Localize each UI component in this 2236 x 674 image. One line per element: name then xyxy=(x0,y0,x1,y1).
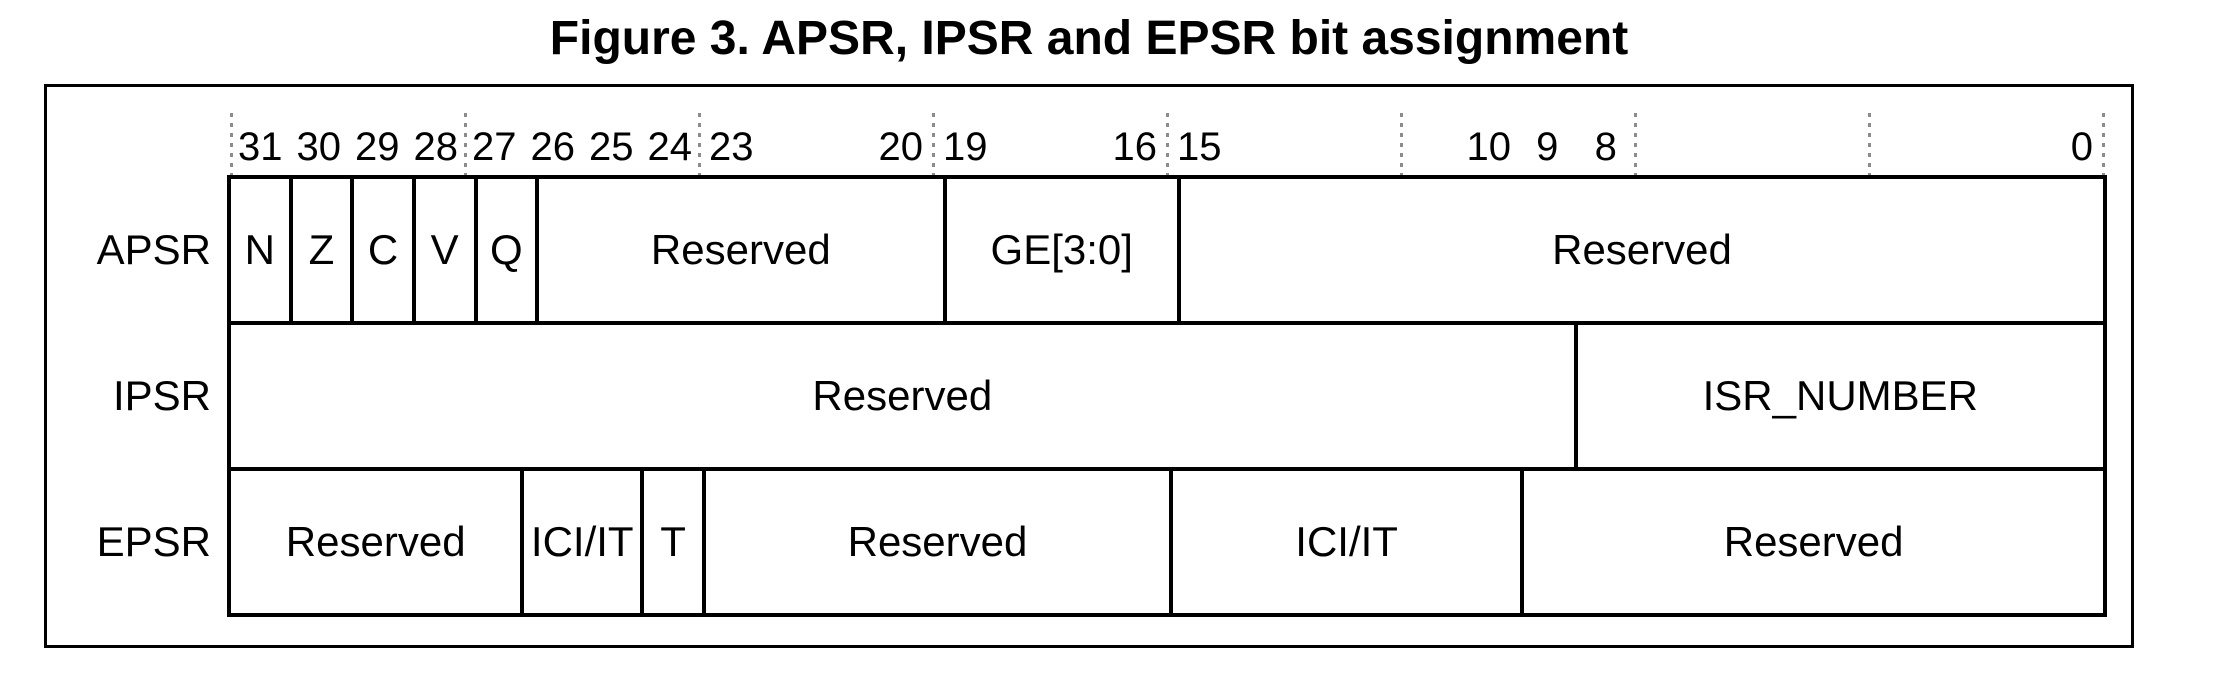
field-cell: Q xyxy=(477,179,536,321)
register-name-epsr: EPSR xyxy=(96,518,211,565)
field-cell: GE[3:0] xyxy=(946,179,1177,321)
nibble-tick xyxy=(931,113,935,175)
bit-number-label: 29 xyxy=(355,125,400,169)
field-cell: ICI/IT xyxy=(1173,471,1521,613)
bit-number-label: 31 xyxy=(238,125,283,169)
field-cell: V xyxy=(415,179,474,321)
register-name-ipsr: IPSR xyxy=(112,372,211,419)
bit-number-label: 15 xyxy=(1177,125,1222,169)
bit-number-label: 8 xyxy=(1594,125,1617,169)
bit-number-label: 19 xyxy=(943,125,988,169)
field-cell: C xyxy=(354,179,412,321)
nibble-tick xyxy=(1633,113,1637,175)
nibble-tick xyxy=(2101,113,2105,175)
field-cell: Reserved xyxy=(231,471,521,613)
field-cell: Reserved xyxy=(706,471,1169,613)
nibble-tick xyxy=(1165,113,1169,175)
bit-number-label: 26 xyxy=(530,125,576,169)
bit-number-label: 16 xyxy=(1112,125,1158,169)
field-cell: Reserved xyxy=(539,179,943,321)
bit-number-label: 9 xyxy=(1536,125,1559,169)
nibble-tick xyxy=(229,113,233,175)
figure-title: Figure 3. APSR, IPSR and EPSR bit assign… xyxy=(549,12,1629,65)
bit-number-label: 0 xyxy=(2070,125,2093,169)
field-cell: ISR_NUMBER xyxy=(1577,325,2103,467)
bit-number-label: 10 xyxy=(1466,125,1512,169)
nibble-tick xyxy=(463,113,467,175)
field-cell: Reserved xyxy=(231,325,1574,467)
field-cell: N xyxy=(231,179,289,321)
bit-number-label: 28 xyxy=(413,125,459,169)
bit-number-label: 27 xyxy=(472,125,517,169)
nibble-tick xyxy=(697,113,701,175)
bit-number-label: 24 xyxy=(647,125,693,169)
bit-number-label: 23 xyxy=(709,125,754,169)
nibble-tick xyxy=(1399,113,1403,175)
register-name-apsr: APSR xyxy=(96,226,211,273)
bit-number-label: 25 xyxy=(589,125,634,169)
field-cell: Z xyxy=(292,179,351,321)
field-cell: Reserved xyxy=(1524,471,2103,613)
field-cell: ICI/IT xyxy=(524,471,641,613)
bit-number-label: 30 xyxy=(296,125,342,169)
field-cell: T xyxy=(644,471,702,613)
bit-number-label: 20 xyxy=(878,125,924,169)
field-cell: Reserved xyxy=(1181,179,2103,321)
nibble-tick xyxy=(1867,113,1871,175)
